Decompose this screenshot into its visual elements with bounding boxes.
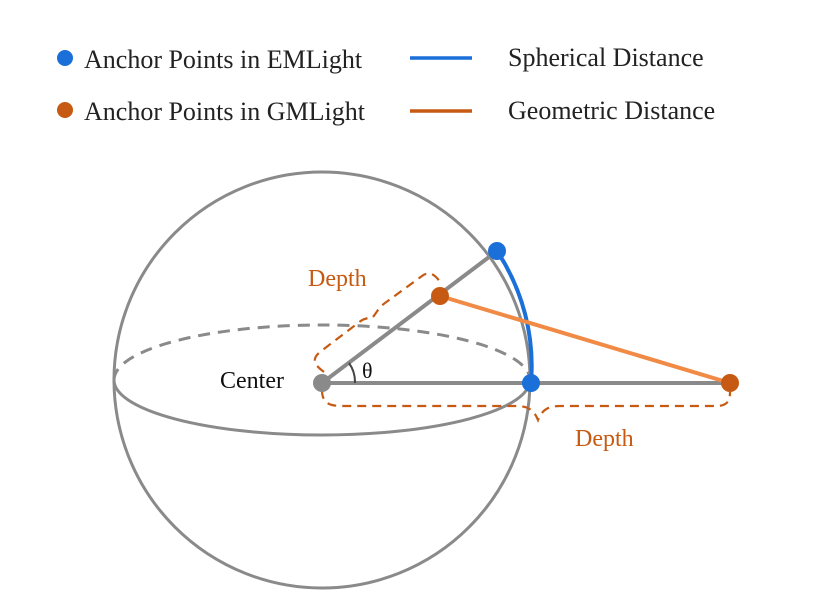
legend-label-emlight: Anchor Points in EMLight — [84, 45, 363, 74]
legend-item-geometric-distance: Geometric Distance — [410, 96, 715, 125]
legend-label-geometric-distance: Geometric Distance — [508, 96, 715, 125]
depth-label-upper: Depth — [308, 266, 367, 292]
legend-item-spherical-distance: Spherical Distance — [410, 43, 704, 72]
legend-item-emlight: Anchor Points in EMLight — [57, 45, 363, 74]
legend-label-spherical-distance: Spherical Distance — [508, 43, 704, 72]
geometric-distance-line — [439, 294, 731, 385]
equator-back-dashed — [112, 323, 532, 381]
equator-front — [112, 379, 532, 437]
legend-label-gmlight: Anchor Points in GMLight — [84, 97, 366, 126]
spherical-distance-arc — [495, 249, 534, 384]
angle-theta-arc — [348, 362, 357, 384]
legend-item-gmlight: Anchor Points in GMLight — [57, 97, 366, 126]
depth-brace-lower — [320, 389, 732, 423]
gm-anchor-far — [721, 374, 739, 392]
em-anchor-equator — [522, 374, 540, 392]
gmlight-anchor-dot-icon — [57, 102, 73, 118]
depth-brace-upper — [313, 272, 441, 373]
em-anchor-upper — [488, 242, 506, 260]
legend: Anchor Points in EMLight Anchor Points i… — [57, 43, 715, 126]
center-point — [313, 374, 331, 392]
center-label: Center — [220, 368, 284, 394]
angle-theta-label: θ — [362, 358, 373, 383]
gm-anchor-upper — [431, 287, 449, 305]
emlight-anchor-dot-icon — [57, 50, 73, 66]
radius-line-upper — [320, 249, 499, 385]
depth-label-lower: Depth — [575, 426, 634, 452]
